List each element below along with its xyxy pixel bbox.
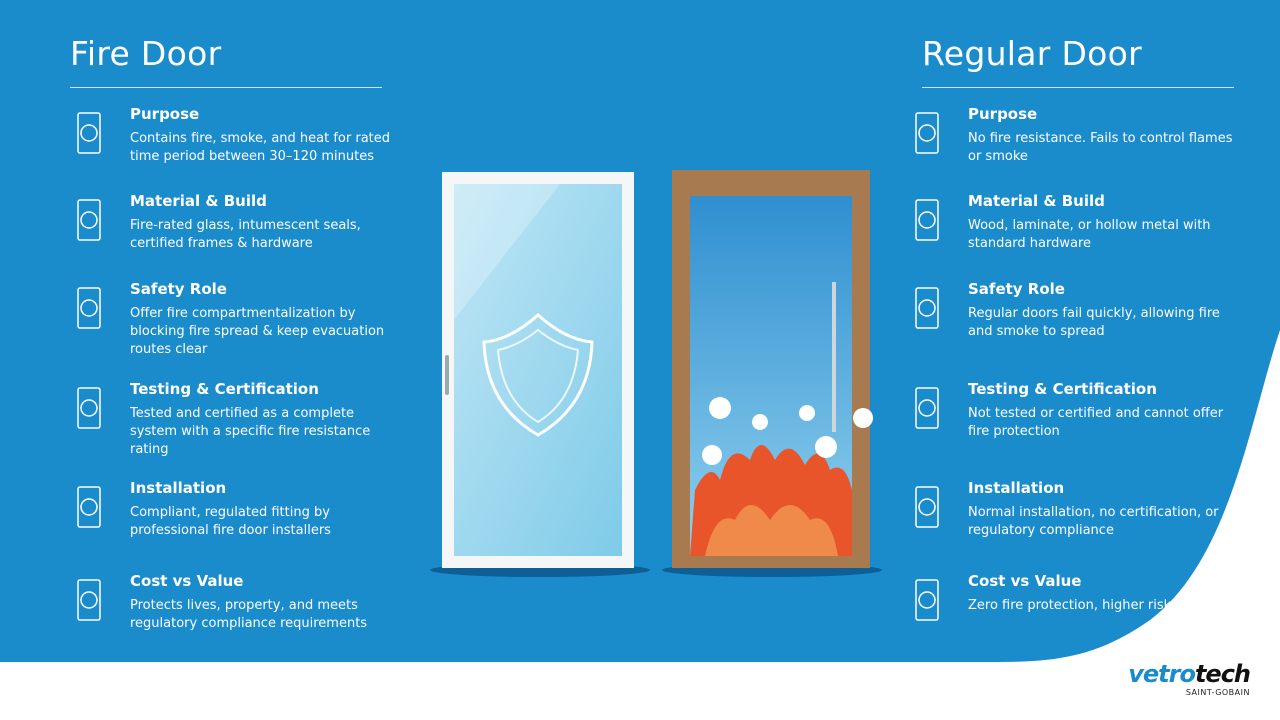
flame-icon: [908, 192, 948, 248]
fire-door-handle: [445, 355, 449, 395]
item-title: Purpose: [968, 105, 1038, 123]
item-text: Compliant, regulated fitting by professi…: [130, 505, 331, 538]
installer-icon: [70, 479, 110, 535]
item-text: Offer fire compartmentalization by block…: [130, 306, 385, 357]
rupee-flame-icon: [908, 572, 948, 628]
vetrotech-logo: vetrotech SAINT-GOBAIN: [1128, 660, 1251, 697]
divider: [922, 87, 1234, 88]
item-title: Testing & Certification: [968, 380, 1157, 398]
door-flame-icon: [908, 105, 948, 161]
item-title: Material & Build: [130, 192, 267, 210]
item-text: Regular doors fail quickly, allowing fir…: [968, 306, 1220, 339]
item-text: Not tested or certified and cannot offer…: [968, 406, 1224, 439]
no-certificate-icon: [908, 380, 948, 436]
door-illustration: [430, 170, 882, 577]
item-text: Zero fire protection, higher risk: [968, 598, 1172, 613]
item-text: No fire resistance. Fails to control fla…: [968, 131, 1233, 164]
certificate-badge-icon: [70, 380, 110, 436]
item-title: Installation: [968, 479, 1065, 497]
item-text: Contains fire, smoke, and heat for rated…: [130, 131, 391, 164]
item-title: Testing & Certification: [130, 380, 319, 398]
item-text: Fire-rated glass, intumescent seals, cer…: [130, 218, 361, 251]
shield-check-icon: [70, 192, 110, 248]
divider: [70, 87, 382, 88]
regular-door-title: Regular Door: [922, 34, 1143, 73]
fire-running-person-icon: [908, 280, 948, 336]
item-title: Safety Role: [130, 280, 227, 298]
rupee-shield-icon: [70, 572, 110, 628]
item-text: Tested and certified as a complete syste…: [130, 406, 371, 457]
item-text: Normal installation, no certification, o…: [968, 505, 1219, 538]
fire-person-icon: [70, 280, 110, 336]
fire-door-title: Fire Door: [70, 34, 222, 73]
regular-door-handle: [832, 282, 836, 432]
item-title: Cost vs Value: [968, 572, 1082, 590]
item-text: Protects lives, property, and meets regu…: [130, 598, 368, 631]
item-title: Purpose: [130, 105, 200, 123]
smoke-puffs: [702, 397, 873, 465]
fire-door-glass: [454, 184, 622, 556]
item-title: Material & Build: [968, 192, 1105, 210]
shield-glow-icon: [482, 312, 594, 437]
item-title: Installation: [130, 479, 227, 497]
door-glass-icon: [70, 105, 110, 161]
item-title: Cost vs Value: [130, 572, 244, 590]
item-text: Wood, laminate, or hollow metal with sta…: [968, 218, 1211, 251]
item-title: Safety Role: [968, 280, 1065, 298]
installer-warning-icon: [908, 479, 948, 535]
